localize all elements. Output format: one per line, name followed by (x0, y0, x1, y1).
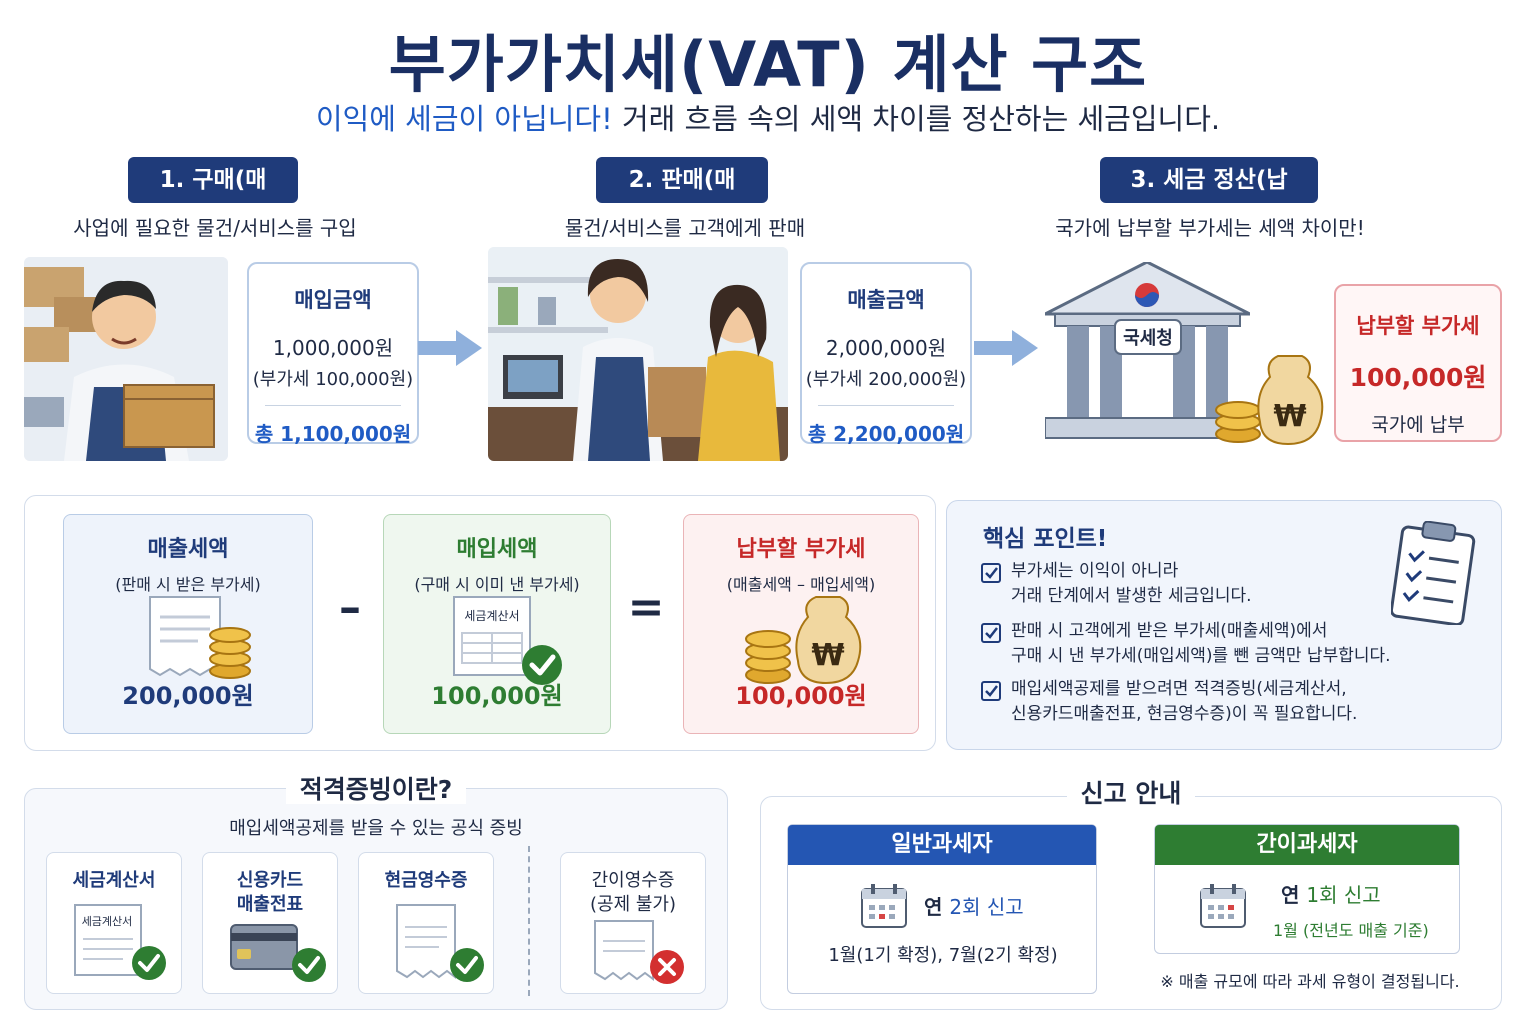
credit-card-check-icon (230, 924, 326, 982)
tax-invoice-check-icon: 세금계산서 (452, 595, 564, 687)
evidence-card-tax-invoice: 세금계산서 세금계산서 (46, 852, 182, 994)
subtitle-highlight: 이익에 세금이 아닙니다! (315, 102, 613, 136)
receipt-check-icon (396, 904, 484, 982)
general-taxpayer-card: 일반과세자 연 2회 신고 1월(1기 확정), 7월(2기 확정) (787, 824, 1097, 994)
payable-tax-sub: (매출세액 – 매입세액) (726, 575, 876, 594)
svg-text:₩: ₩ (811, 638, 844, 673)
payable-vat-card: 납부할 부가세 100,000원 국가에 납부 (1334, 284, 1502, 442)
tax-invoice-doc-label: 세금계산서 (81, 915, 133, 928)
purchase-tax-head: 매입세액 (456, 537, 538, 562)
sales-tax-value: 200,000원 (122, 682, 254, 710)
general-taxpayer-detail: 1월(1기 확정), 7월(2기 확정) (828, 945, 1058, 966)
step-1-desc: 사업에 필요한 물건/서비스를 구입 (73, 216, 357, 240)
page-subtitle: 이익에 세금이 아닙니다! 거래 흐름 속의 세액 차이를 정산하는 세금입니다… (0, 96, 1536, 138)
simple-taxpayer-count: 연 1회 신고 (1281, 883, 1381, 907)
key-points-panel: 핵심 포인트! 부가세는 이익이 아니라 거래 단계에서 발생한 세금입니다. … (946, 500, 1502, 750)
sales-tax-box: 매출세액 (판매 시 받은 부가세) 200,000원 (63, 514, 313, 734)
tax-office-sign: 국세청 (1123, 328, 1173, 349)
step-3-badge: 3. 세금 정산(납부) (1100, 157, 1318, 239)
report-note: ※ 매출 규모에 따라 과세 유형이 결정됩니다. (1160, 972, 1460, 991)
step-2-desc: 물건/서비스를 고객에게 판매 (564, 216, 806, 240)
payable-tax-value: 100,000원 (735, 682, 867, 710)
checkbox-checked-icon (981, 681, 1001, 701)
step-1-badge: 1. 구매(매입) (128, 157, 298, 239)
sales-card-amount: 2,000,000원 (825, 336, 947, 360)
calendar-icon (1200, 884, 1246, 928)
purchase-card-total: 총 1,100,000원 (254, 422, 412, 446)
general-taxpayer-count: 연 2회 신고 (924, 895, 1024, 919)
key-point-2: 판매 시 고객에게 받은 부가세(매출세액)에서 구매 시 낸 부가세(매입세액… (1011, 621, 1391, 666)
checkbox-checked-icon (981, 563, 1001, 583)
report-title-wrap: 신고 안내 (760, 774, 1502, 810)
simple-taxpayer-detail: 1월 (전년도 매출 기준) (1273, 921, 1429, 940)
payable-card-sub: 국가에 납부 (1371, 414, 1465, 436)
svg-text:₩: ₩ (1273, 399, 1306, 434)
report-title: 신고 안내 (1066, 779, 1196, 808)
equals-operator: = (627, 582, 665, 633)
buyer-illustration (24, 257, 228, 461)
step-2-badge: 2. 판매(매출) (596, 157, 768, 239)
sales-card-head: 매출금액 (847, 288, 925, 312)
page-title: 부가가치세(VAT) 계산 구조 (388, 28, 1148, 101)
key-point-1: 부가세는 이익이 아니라 거래 단계에서 발생한 세금입니다. (1011, 561, 1252, 606)
arrow-right-icon (418, 330, 482, 366)
checkbox-checked-icon (981, 623, 1001, 643)
minus-operator: – (339, 582, 361, 633)
divider-dashed (528, 846, 530, 996)
evidence-title-wrap: 적격증빙이란? (0, 770, 752, 806)
tax-invoice-check-icon (74, 904, 166, 980)
subtitle-rest: 거래 흐름 속의 세액 차이를 정산하는 세금입니다. (612, 102, 1221, 136)
purchase-card-vat: (부가세 100,000원) (252, 369, 414, 390)
evidence-title: 적격증빙이란? (285, 775, 467, 804)
sales-amount-card: 매출금액 2,000,000원 (부가세 200,000원) 총 2,200,0… (800, 262, 972, 446)
tax-office-building-icon: 국세청 (1044, 260, 1251, 442)
payable-card-head: 납부할 부가세 (1356, 314, 1480, 338)
money-bag-icon: ₩ (745, 596, 862, 685)
payable-card-amount: 100,000원 (1349, 363, 1487, 392)
clipboard-checklist-icon (1391, 521, 1476, 625)
step-3-desc: 국가에 납부할 부가세는 세액 차이만! (1055, 216, 1365, 240)
sales-card-total: 총 2,200,000원 (807, 422, 965, 446)
sales-tax-sub: (판매 시 받은 부가세) (115, 575, 261, 594)
key-point-3: 매입세액공제를 받으려면 적격증빙(세금계산서, 신용카드매출전표, 현금영수증… (1011, 679, 1358, 724)
evidence-desc: 매입세액공제를 받을 수 있는 공식 증빙 (229, 818, 523, 839)
payable-tax-box: 납부할 부가세 (매출세액 – 매입세액) ₩ 100,000원 (683, 514, 919, 734)
payable-tax-head: 납부할 부가세 (736, 537, 866, 562)
purchase-tax-sub: (구매 시 이미 낸 부가세) (414, 575, 580, 594)
receipt-coins-icon (149, 596, 251, 679)
simple-taxpayer-head: 간이과세자 (1155, 825, 1459, 865)
tax-invoice-doc-label: 세금계산서 (464, 609, 520, 623)
sales-tax-head: 매출세액 (147, 537, 229, 562)
key-points-title: 핵심 포인트! (983, 526, 1108, 552)
purchase-amount-card: 매입금액 1,000,000원 (부가세 100,000원) 총 1,100,0… (247, 262, 419, 446)
simple-taxpayer-card: 간이과세자 연 1회 신고 1월 (전년도 매출 기준) (1154, 824, 1460, 954)
purchase-card-amount: 1,000,000원 (272, 336, 394, 360)
evidence-card-cash-receipt: 현금영수증 (358, 852, 494, 994)
seller-illustration (488, 247, 788, 461)
receipt-x-icon (594, 920, 684, 984)
purchase-tax-value: 100,000원 (431, 682, 563, 710)
evidence-card-simple-receipt: 간이영수증(공제 불가) (560, 852, 706, 994)
general-taxpayer-head: 일반과세자 (788, 825, 1096, 865)
sales-card-vat: (부가세 200,000원) (805, 369, 967, 390)
calendar-icon (861, 884, 907, 928)
purchase-card-head: 매입금액 (294, 288, 372, 312)
money-bag-icon: ₩ (1210, 352, 1325, 450)
arrow-right-icon (974, 330, 1038, 366)
purchase-tax-box: 매입세액 (구매 시 이미 낸 부가세) 세금계산서 100,000원 (383, 514, 611, 734)
